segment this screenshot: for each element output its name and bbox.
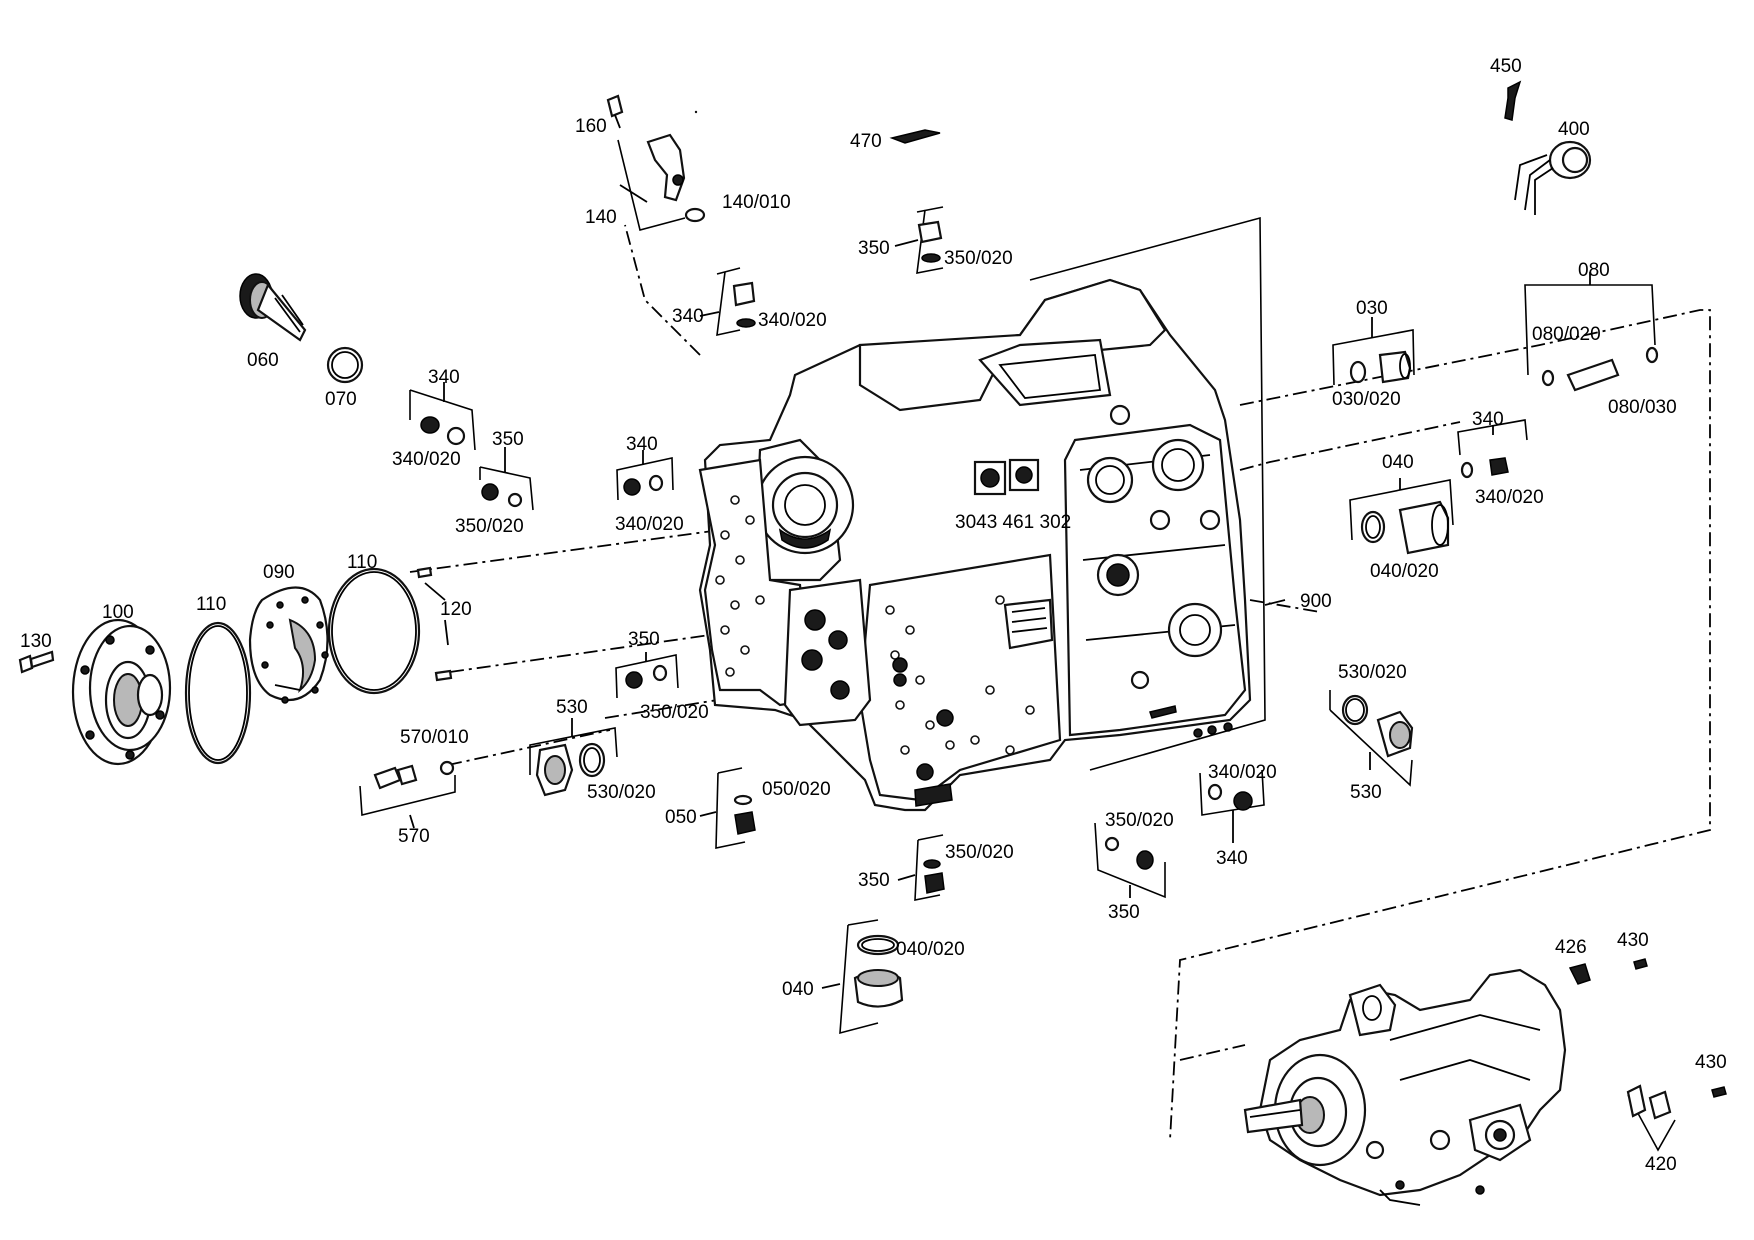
callout-530-020: 530/020: [587, 782, 656, 803]
callout-050: 050: [665, 807, 697, 828]
valve-plate-holes: [715, 495, 1035, 781]
callout-040-020: 040/020: [896, 939, 965, 960]
callout-140: 140: [585, 207, 617, 228]
callout-040-020: 040/020: [1370, 561, 1439, 582]
callout-570: 570: [398, 826, 430, 847]
callout-470: 470: [850, 131, 882, 152]
housing-stamp: 3043 461 302: [955, 512, 1071, 533]
callout-110: 110: [196, 594, 226, 615]
callout-050-020: 050/020: [762, 779, 831, 800]
callout-340-020: 340/020: [1208, 762, 1277, 783]
callout-340-020: 340/020: [615, 514, 684, 535]
callout-brackets: [359, 139, 1676, 1152]
pump-assembly: [1243, 968, 1567, 1206]
callout-400: 400: [1558, 119, 1590, 140]
callout-060: 060: [247, 350, 279, 371]
callout-120: 120: [440, 599, 472, 620]
callout-040: 040: [1382, 452, 1414, 473]
callout-350-020: 350/020: [944, 248, 1013, 269]
callout-350: 350: [858, 238, 890, 259]
callout-530: 530: [1350, 782, 1382, 803]
callout-340-020: 340/020: [392, 449, 461, 470]
callout-450: 450: [1490, 56, 1522, 77]
callout-080-030: 080/030: [1608, 397, 1677, 418]
callout-340: 340: [428, 367, 460, 388]
callout-530: 530: [556, 697, 588, 718]
callout-350-020: 350/020: [945, 842, 1014, 863]
callout-090: 090: [263, 562, 295, 583]
callout-426: 426: [1555, 937, 1587, 958]
callout-340: 340: [626, 434, 658, 455]
callout-350: 350: [858, 870, 890, 891]
shaft-060: [239, 273, 307, 342]
plate-090: [248, 586, 329, 704]
callout-350: 350: [628, 629, 660, 650]
callout-100: 100: [102, 602, 134, 623]
stray-dot: [694, 110, 698, 114]
callout-340: 340: [1216, 848, 1248, 869]
callout-110: 110: [347, 552, 377, 573]
flange-100: [71, 618, 172, 766]
callout-080: 080: [1578, 260, 1610, 281]
callout-350: 350: [1108, 902, 1140, 923]
callout-070: 070: [325, 389, 357, 410]
callout-420: 420: [1645, 1154, 1677, 1175]
callout-900: 900: [1300, 591, 1332, 612]
callout-130: 130: [20, 631, 52, 652]
callout-140-010: 140/010: [722, 192, 791, 213]
callout-340: 340: [1472, 409, 1504, 430]
callout-030-020: 030/020: [1332, 389, 1401, 410]
callout-430: 430: [1695, 1052, 1727, 1073]
callout-530-020: 530/020: [1338, 662, 1407, 683]
callout-340: 340: [672, 306, 704, 327]
small-parts: [18, 80, 1727, 1120]
callout-340-020: 340/020: [758, 310, 827, 331]
callout-030: 030: [1356, 298, 1388, 319]
transmission-housing: 3043 461 302: [698, 278, 1252, 812]
callout-350-020: 350/020: [1105, 810, 1174, 831]
callout-430: 430: [1617, 930, 1649, 951]
callout-570-010: 570/010: [400, 727, 469, 748]
callout-160: 160: [575, 116, 607, 137]
callout-350-020: 350/020: [640, 702, 709, 723]
callout-350-020: 350/020: [455, 516, 524, 537]
callout-080-020: 080/020: [1532, 324, 1601, 345]
callout-340-020: 340/020: [1475, 487, 1544, 508]
callout-labels: 160 140 140/010 470 450 400 350 350/020 …: [20, 56, 1727, 1175]
callout-040: 040: [782, 979, 814, 1000]
callout-350: 350: [492, 429, 524, 450]
